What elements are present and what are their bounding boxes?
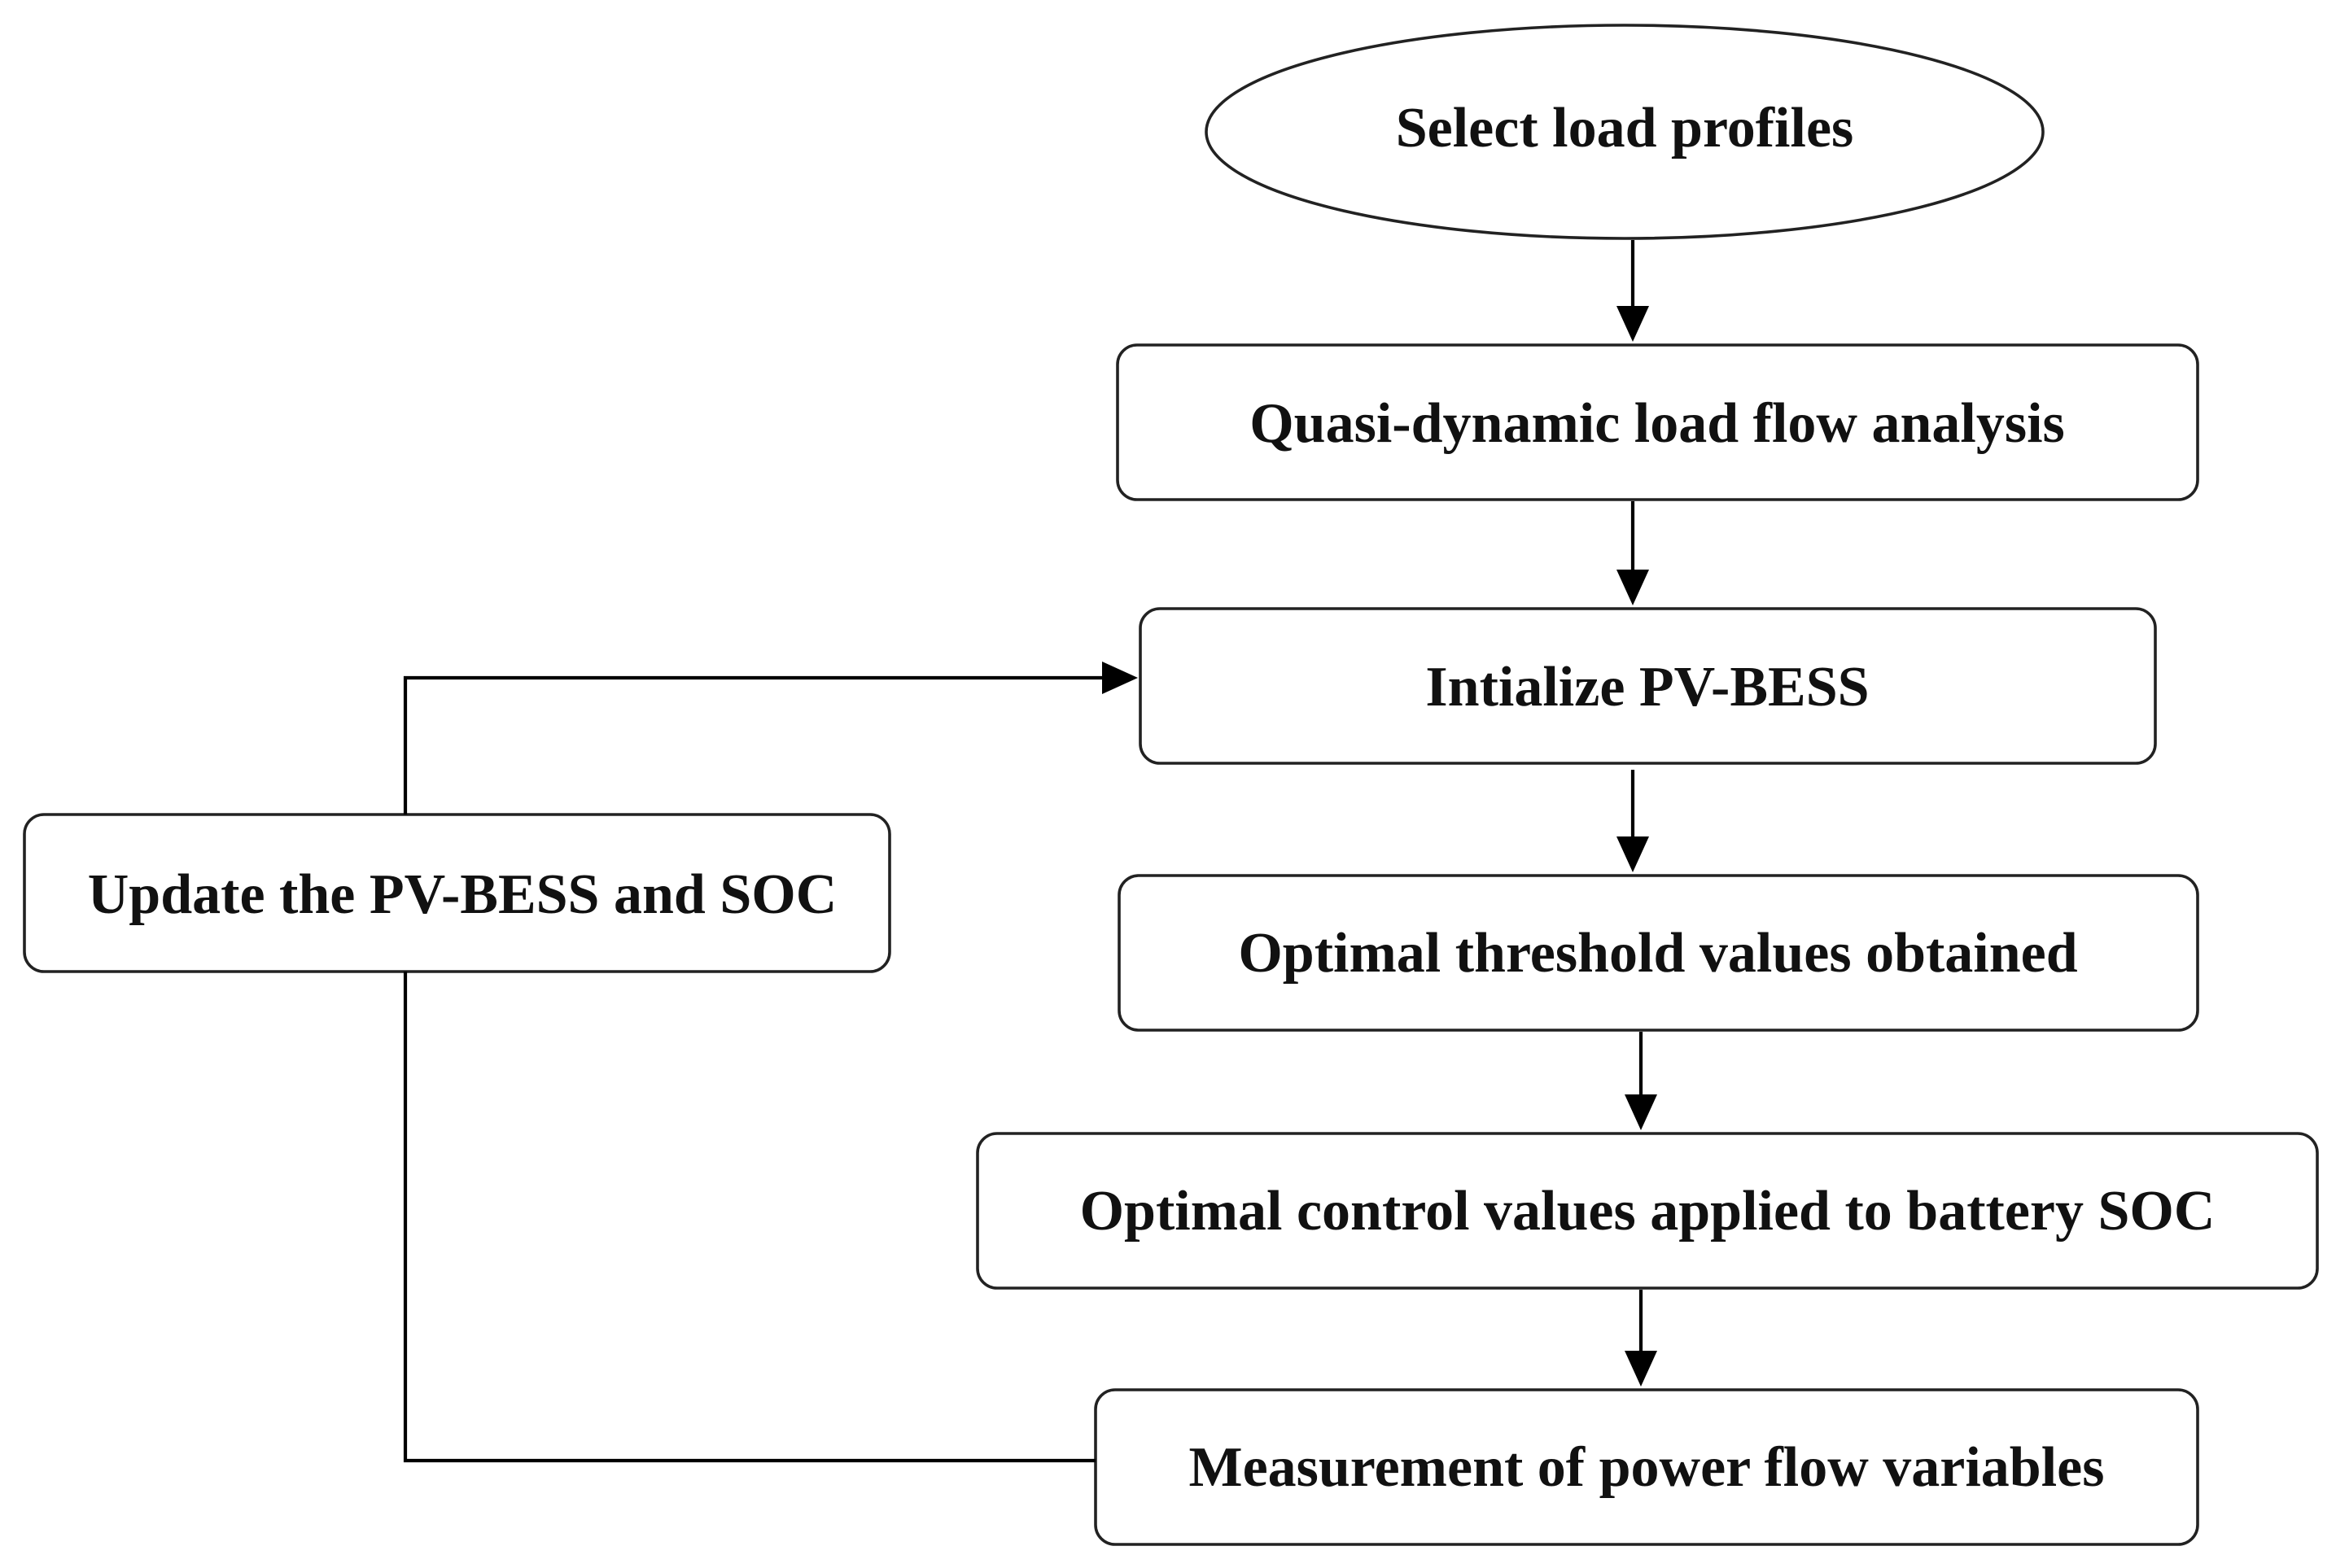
arrowhead [1616, 836, 1649, 872]
rounded-rect-shape [1094, 1388, 2199, 1546]
node-select-load-profiles: Select load profiles [1205, 24, 2045, 240]
node-update-pv-bess-soc: Update the PV-BESS and SOC [23, 813, 891, 973]
rounded-rect-shape [976, 1132, 2319, 1290]
rounded-rect-shape [1116, 343, 2199, 501]
node-initialize-pv-bess: Intialize PV-BESS [1139, 607, 2157, 765]
node-optimal-control: Optimal control values applied to batter… [976, 1132, 2319, 1290]
arrowhead [1102, 662, 1138, 694]
rounded-rect-shape [1139, 607, 2157, 765]
node-label-select-load-profiles: Select load profiles [1396, 97, 1854, 159]
node-optimal-threshold: Optimal threshold values obtained [1118, 874, 2199, 1032]
node-quasi-dynamic-load-flow: Quasi-dynamic load flow analysis [1116, 343, 2199, 501]
node-label-measurement: Measurement of power flow variables [1189, 1436, 2105, 1499]
edge-quasi-to-initialize [1616, 501, 1649, 605]
arrowhead [1616, 570, 1649, 605]
arrowhead [1625, 1094, 1657, 1130]
edge-threshold-to-control [1625, 1032, 1657, 1130]
edge-select-to-quasi [1616, 240, 1649, 342]
arrowhead [1616, 306, 1649, 342]
ellipse-shape [1205, 24, 2045, 240]
node-measurement: Measurement of power flow variables [1094, 1388, 2199, 1546]
node-label-initialize-pv-bess: Intialize PV-BESS [1425, 656, 1869, 718]
rounded-rect-shape [23, 813, 891, 973]
edge-control-to-measurement [1625, 1290, 1657, 1387]
edge-line [403, 972, 1096, 1463]
edge-measurement-to-update [403, 972, 1096, 1463]
node-label-quasi-dynamic-load-flow: Quasi-dynamic load flow analysis [1249, 392, 2065, 455]
edge-initialize-to-threshold [1616, 770, 1649, 872]
node-label-update-pv-bess-soc: Update the PV-BESS and SOC [88, 863, 838, 926]
node-label-optimal-threshold: Optimal threshold values obtained [1238, 922, 2077, 985]
edge-update-to-initialize [403, 662, 1138, 815]
arrowhead [1625, 1351, 1657, 1387]
rounded-rect-shape [1118, 874, 2199, 1032]
node-label-optimal-control: Optimal control values applied to batter… [1080, 1180, 2216, 1243]
edge-line [403, 675, 1104, 815]
